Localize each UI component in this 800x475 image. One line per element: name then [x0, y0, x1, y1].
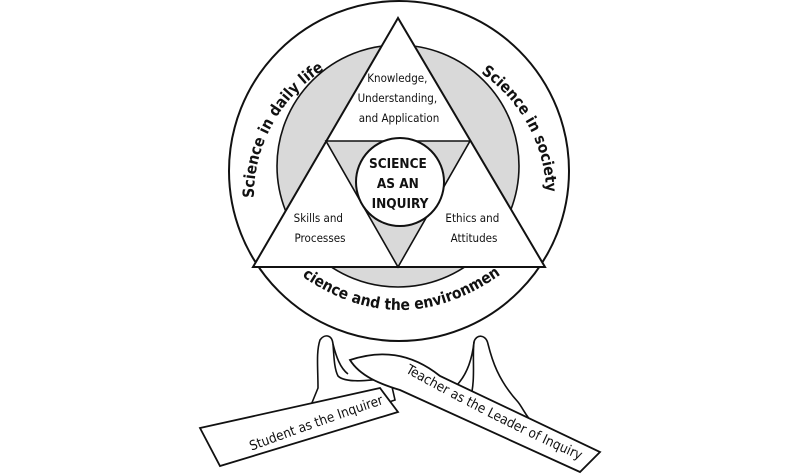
label-center-line-2: AS AN — [377, 176, 419, 192]
right-ribbon — [348, 353, 602, 474]
label-teacher-text: Teacher as the Leader of Inquiry — [402, 361, 584, 463]
label-knowledge-line-2: Understanding, — [358, 91, 438, 105]
left-hand-icon — [298, 335, 396, 434]
label-ethics-line-1: Ethics and — [445, 211, 499, 225]
label-knowledge-line-3: and Application — [359, 111, 440, 125]
label-skills: Skills and Processes — [294, 211, 347, 245]
left-ribbon — [198, 386, 400, 468]
label-skills-line-1: Skills and — [294, 211, 343, 225]
label-knowledge: Knowledge, Understanding, and Applicatio… — [358, 71, 441, 125]
label-center-line-3: INQUIRY — [372, 196, 429, 212]
label-ethics-line-2: Attitudes — [451, 231, 498, 245]
label-skills-line-2: Processes — [295, 231, 346, 245]
label-knowledge-line-1: Knowledge, — [367, 71, 427, 85]
label-center-line-1: SCIENCE — [369, 156, 427, 172]
label-ethics: Ethics and Attitudes — [445, 211, 502, 245]
center-circle — [355, 137, 445, 227]
label-center: SCIENCE AS AN INQUIRY — [369, 156, 431, 212]
label-teacher: Teacher as the Leader of Inquiry — [402, 361, 584, 463]
